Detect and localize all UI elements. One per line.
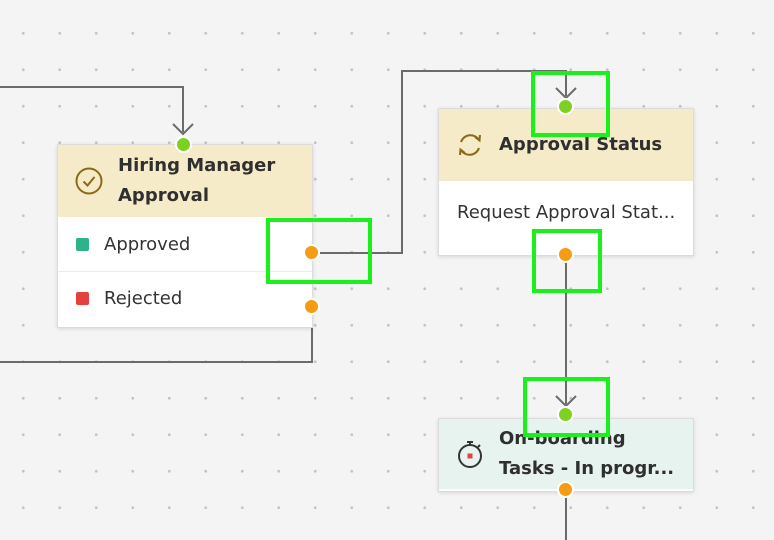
highlight-box — [532, 229, 602, 293]
output-label: Rejected — [104, 288, 183, 309]
approval-status-output-port[interactable] — [557, 246, 574, 263]
node-header: On-boarding Tasks - In progr... — [439, 419, 693, 489]
rejected-color-swatch — [76, 292, 89, 305]
arrowhead-hiring — [172, 123, 194, 136]
rejected-output-port[interactable] — [303, 298, 320, 315]
onboarding-output-port[interactable] — [557, 481, 574, 498]
connector-incoming-hiring — [0, 86, 184, 132]
highlight-box — [266, 218, 372, 284]
node-body-text: Request Approval Stat... — [457, 201, 676, 223]
approval-status-node[interactable]: Approval Status Request Approval Stat... — [438, 108, 694, 256]
refresh-cycle-icon — [453, 128, 487, 162]
approval-status-input-port[interactable] — [557, 98, 574, 115]
node-title: Approval Status — [499, 134, 663, 155]
onboarding-input-port[interactable] — [557, 406, 574, 423]
stopwatch-icon — [453, 437, 487, 471]
highlight-box — [523, 377, 610, 437]
node-header: Hiring Manager Approval — [58, 145, 312, 217]
hiring-input-port[interactable] — [175, 136, 192, 153]
approved-color-swatch — [76, 237, 89, 251]
node-header: Approval Status — [439, 109, 693, 181]
output-approved[interactable]: Approved — [58, 217, 312, 271]
output-label: Approved — [104, 233, 191, 255]
onboarding-tasks-node[interactable]: On-boarding Tasks - In progr... — [438, 418, 694, 492]
check-circle-icon — [72, 164, 106, 198]
output-rejected[interactable]: Rejected — [58, 271, 312, 325]
node-body: Request Approval Stat... — [439, 181, 693, 243]
approved-output-port[interactable] — [303, 244, 320, 261]
highlight-box — [531, 71, 610, 137]
node-title: Hiring Manager Approval — [118, 155, 276, 206]
connector-approved-to-status — [312, 70, 567, 254]
